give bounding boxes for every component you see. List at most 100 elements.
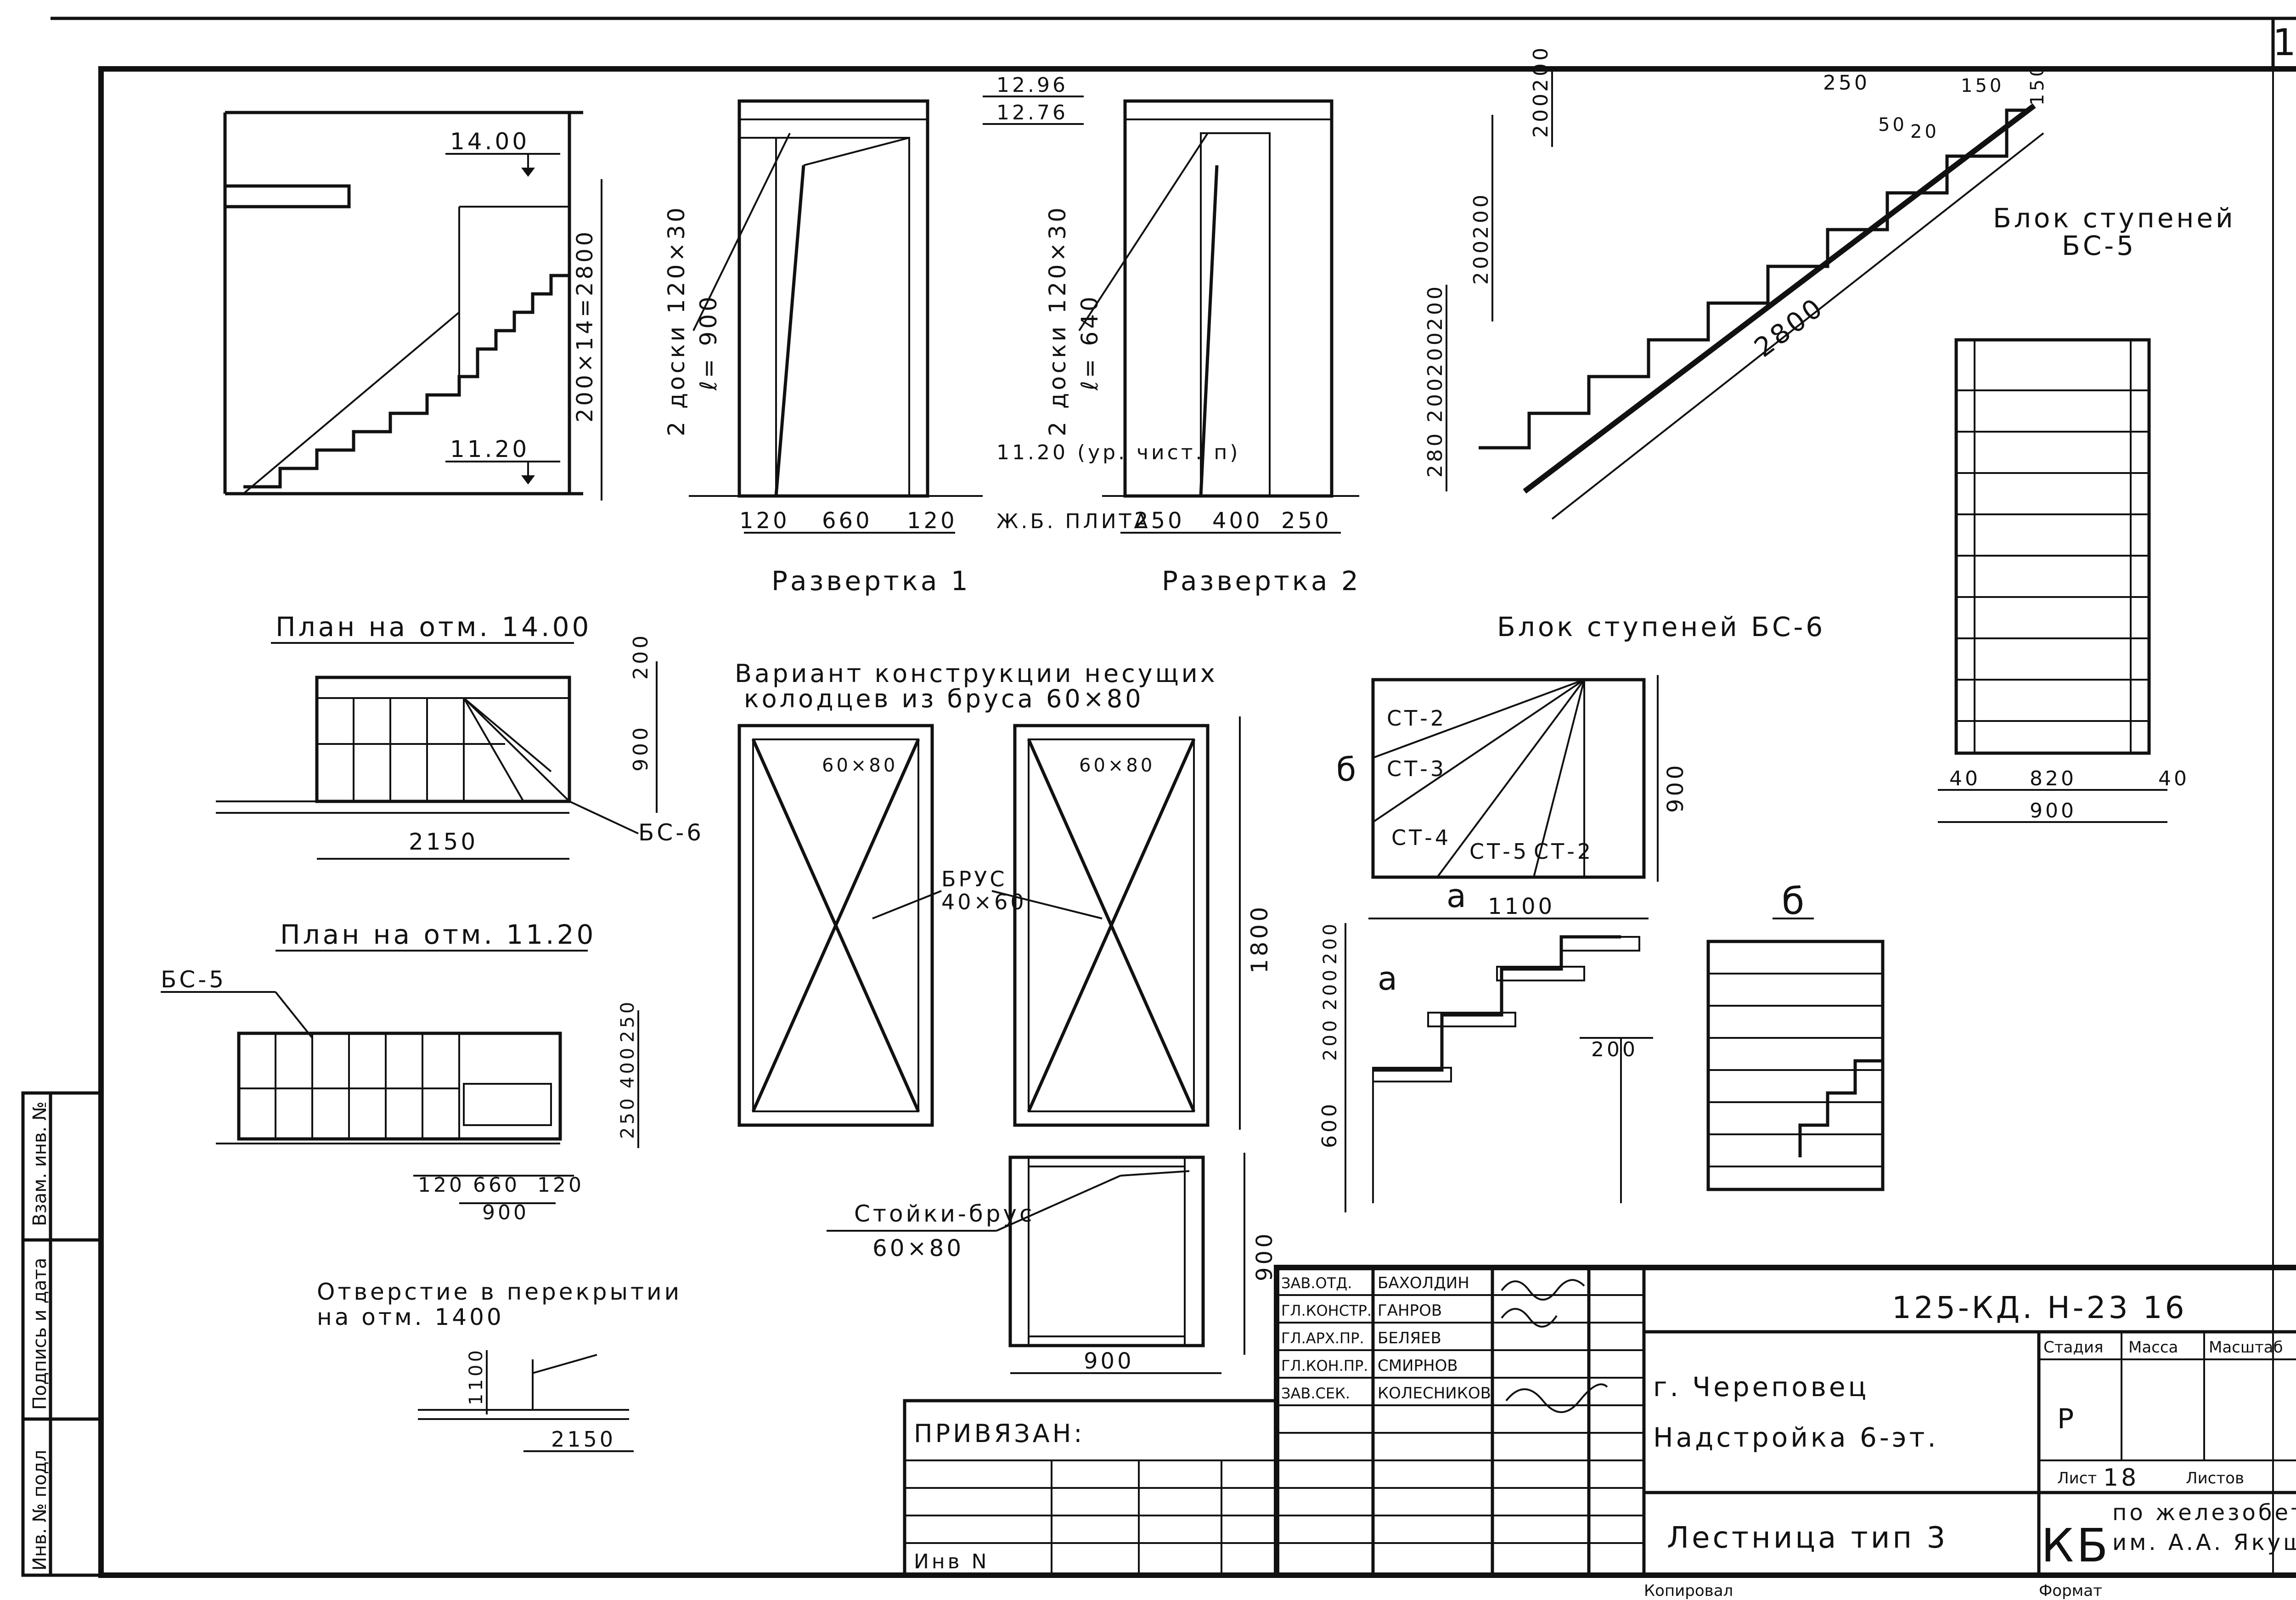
margin-cells: Инв. № подл Подпись и дата Взам. инв. № [21, 1091, 103, 1577]
plan-title: План на отм. 14.00 [276, 611, 591, 642]
opening-title: на отм. 1400 [317, 1304, 504, 1330]
sheet-frame: 19 [51, 17, 2296, 1578]
dim-height-label: 200×14=2800 [572, 229, 598, 423]
dim-label: 200 [1424, 330, 1447, 377]
brus-label: 40×60 [941, 890, 1027, 914]
margin-cell-label: Взам. инв. № [29, 1101, 51, 1226]
role-label: ГЛ.КОН.ПР. [1281, 1357, 1368, 1375]
wells-title: колодцев из бруса 60×80 [744, 684, 1144, 713]
header-label: Стадия [2043, 1338, 2103, 1357]
dim-label: 600 [1318, 1101, 1341, 1148]
dim-label: 250 [617, 1096, 638, 1139]
dim-label: 120 [907, 508, 957, 534]
length-label: ℓ= 640 [1076, 294, 1103, 391]
drawing-title: Лестница тип 3 [1667, 1521, 1948, 1555]
dim-label: 200 [1591, 1038, 1638, 1061]
section-label: 60×80 [822, 755, 898, 776]
wells-variant: Вариант конструкции несущих колодцев из … [735, 659, 1277, 1374]
signature-icon [1501, 1308, 1558, 1328]
copied-label: Копировал [1644, 1582, 1733, 1600]
caption: Развертка 1 [771, 565, 971, 597]
dim-label: 50 [1878, 114, 1907, 135]
role-label: ЗАВ.ОТД. [1281, 1274, 1352, 1292]
dim-label: 200 [1320, 921, 1341, 964]
name-label: БЕЛЯЕВ [1378, 1329, 1441, 1347]
dim-label: 200 [1469, 238, 1493, 285]
opening-title: Отверстие в перекрытии [317, 1279, 682, 1305]
header-label: Масштаб [2209, 1338, 2283, 1357]
dim-label: 200 [1424, 376, 1447, 423]
step-label: СТ-3 [1387, 756, 1446, 781]
dim-label: 660 [473, 1173, 520, 1197]
sheet-label: Лист [2057, 1469, 2097, 1487]
section-mark: а [1446, 877, 1469, 915]
leader-label: БС-6 [638, 819, 704, 846]
sheets-label: Листов [2186, 1469, 2244, 1487]
posts-label: Стойки-брус [854, 1200, 1035, 1227]
slab-label: Ж.Б. ПЛИТА [996, 510, 1151, 533]
dim-label: 1100 [1488, 894, 1555, 919]
step-label: СТ-5 [1469, 839, 1529, 864]
dim-label: 280 [1424, 431, 1447, 478]
dim-label: 1800 [1246, 904, 1273, 974]
plan-1400: План на отм. 14.00 2150 200 900 БС-6 [216, 611, 704, 860]
level-bottom-label: 11.20 [450, 436, 529, 462]
dim-label: 400 [617, 1045, 638, 1088]
section-mark: б [1336, 751, 1359, 789]
level-marker-icon [521, 168, 535, 177]
dim-label: 820 [2030, 767, 2077, 790]
dim-label: 1100 [466, 1347, 487, 1405]
role-label: ЗАВ.СЕК. [1281, 1385, 1350, 1402]
dim-label: 40 [1949, 767, 1981, 790]
level-label: 12.76 [996, 101, 1068, 124]
role-label: ГЛ.КОНСТР. [1281, 1302, 1372, 1319]
name-label: ГАНРОВ [1378, 1301, 1442, 1320]
dim-label: 120 [537, 1173, 584, 1197]
name-label: СМИРНОВ [1378, 1357, 1458, 1375]
privyazan-box: ПРИВЯЗАН: Инв N [903, 1399, 1278, 1577]
dim-label: 40 [2158, 767, 2189, 790]
page-number: 19 [2273, 21, 2296, 64]
razvertka-2: 250 400 250 Развертка 2 2 доски 120×30 ℓ… [1044, 99, 1359, 597]
level-marker-icon [521, 475, 535, 485]
dim-label: 250 [1281, 508, 1332, 534]
dim-label: 900 [2030, 799, 2077, 823]
dim-label: 150 [1961, 75, 2004, 96]
dim-label: 200 [1529, 91, 1553, 138]
org-name: по железобетону [2112, 1500, 2296, 1526]
margin-cell-label: Инв. № подл [29, 1450, 51, 1571]
format-label: Формат [2039, 1582, 2102, 1600]
name-label: КОЛЕСНИКОВ [1378, 1384, 1491, 1403]
view-mark: б [1782, 880, 1807, 923]
level-label: 12.96 [996, 73, 1068, 97]
doc-number: 125-КД. Н-23 16 [1892, 1290, 2187, 1325]
dim-label: 200 [1424, 284, 1447, 331]
role-label: ГЛ.АРХ.ПР. [1281, 1330, 1364, 1347]
inv-label: Инв N [914, 1550, 990, 1573]
dim-label: 200 [1320, 967, 1341, 1010]
block-title: Блок ступеней БС-6 [1497, 611, 1825, 642]
leader-label: БС-5 [161, 966, 226, 993]
section-label: 60×80 [1079, 755, 1155, 776]
dim-label: 20 [1910, 121, 1939, 142]
dim-label: 900 [629, 725, 653, 772]
dim-label: 900 [1663, 762, 1688, 813]
brus-label: БРУС [941, 867, 1007, 891]
dim-label: 200 [1469, 192, 1493, 239]
signature-icon [1501, 1279, 1585, 1301]
dim-label: 400 [1212, 508, 1263, 534]
dim-label: 200 [629, 633, 653, 680]
name-label: БАХОЛДИН [1378, 1274, 1469, 1292]
dim-label: 250 [1134, 508, 1185, 534]
dim-label: 900 [482, 1201, 529, 1224]
dim-label: 120 [418, 1173, 465, 1197]
block-bs5: 280 200 200 200 200 200 200 200 250 150 … [1424, 45, 2233, 823]
city-label: г. Череповец [1653, 1371, 1869, 1403]
level-top-label: 14.00 [450, 128, 529, 155]
boards-label: 2 доски 120×30 [663, 205, 690, 436]
dim-label: 200 [1529, 45, 1553, 92]
object-label: Надстройка 6-эт. [1653, 1422, 1939, 1453]
signature-icon [1505, 1383, 1608, 1413]
org-name: им. А.А. Якушева [2112, 1530, 2296, 1555]
